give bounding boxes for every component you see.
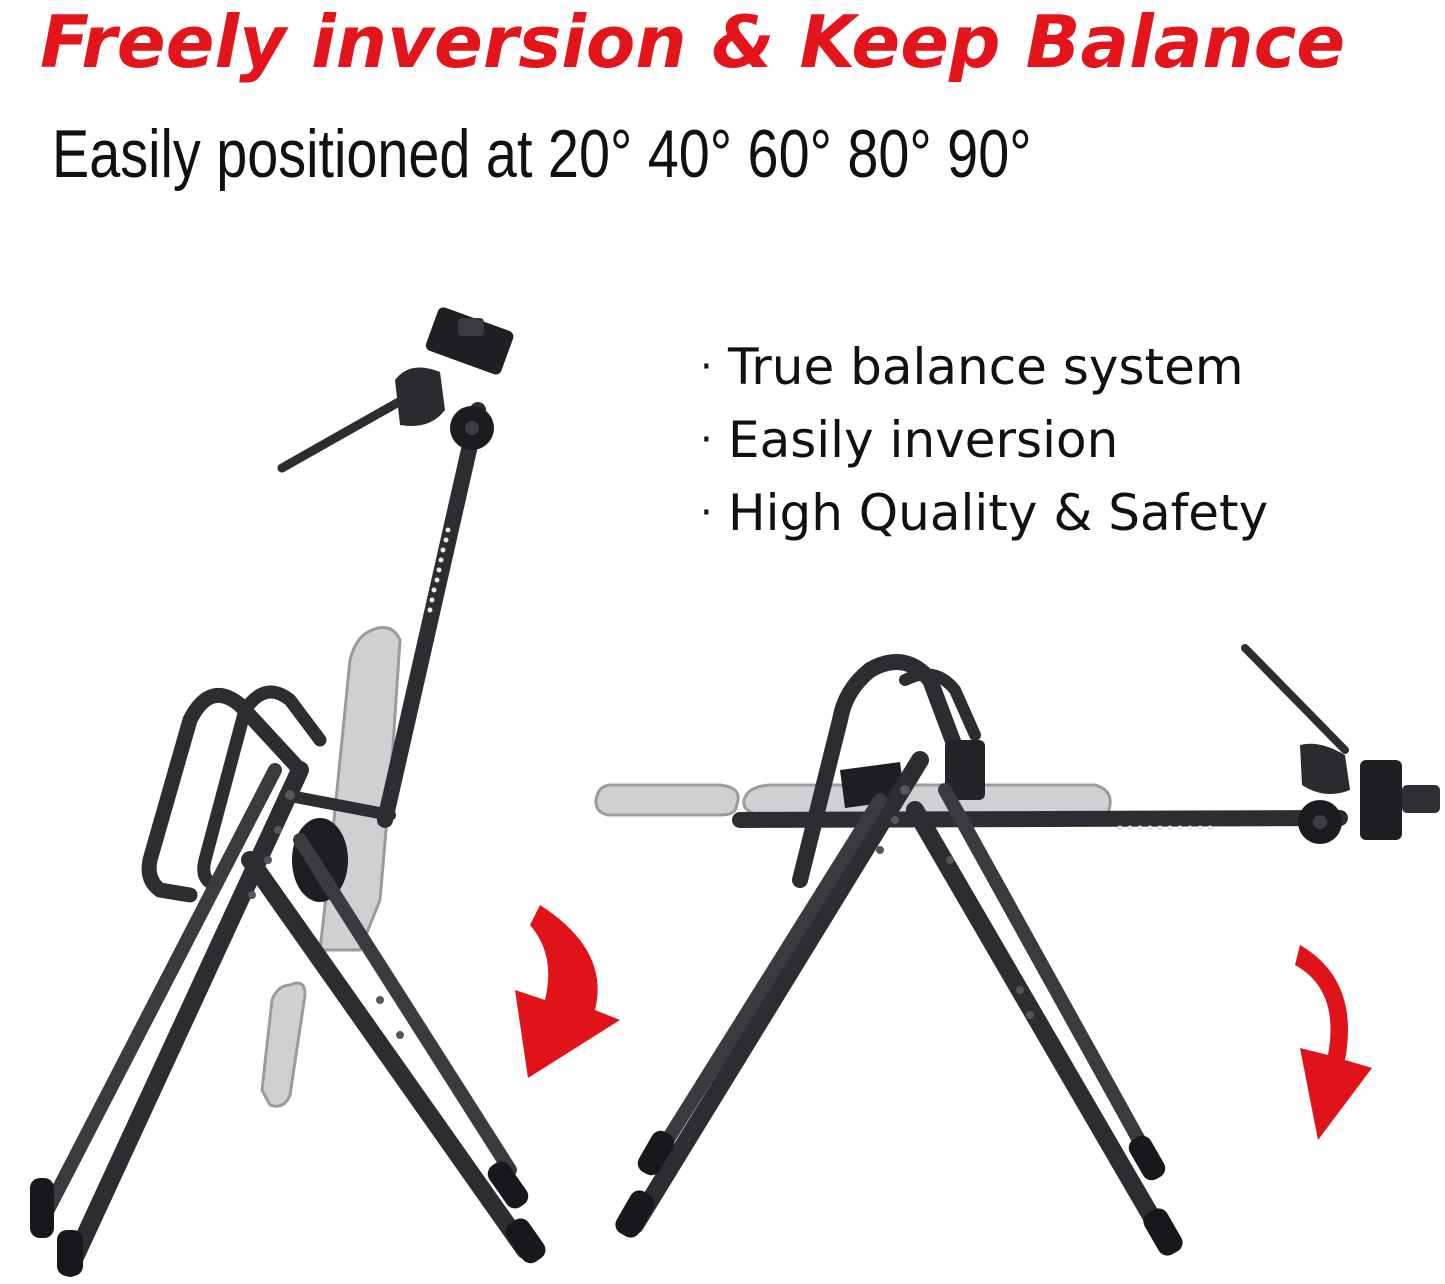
foot-cap: [57, 1230, 83, 1276]
pivot-bracket: [945, 740, 985, 800]
main-bar: [377, 402, 486, 828]
bullet: ·: [700, 416, 713, 463]
head-pad: [260, 981, 307, 1108]
adjustment-holes: [427, 527, 451, 613]
rear-leg: [241, 851, 534, 1259]
feature-text: Easily inversion: [728, 410, 1119, 469]
bullet: ·: [700, 489, 713, 536]
ankle-handle: [277, 385, 425, 473]
upright-inversion-table: [30, 307, 620, 1277]
pivot-arm: [279, 789, 396, 821]
handle-loop-outer: [141, 688, 308, 903]
subheadline: Easily positioned at 20° 40° 60° 80° 90°: [52, 116, 1032, 192]
feature-item: · True balance system: [700, 330, 1400, 403]
headline: Freely inversion & Keep Balance: [40, 0, 1346, 84]
feature-text: True balance system: [728, 337, 1244, 396]
feature-text: High Quality & Safety: [728, 483, 1269, 542]
ankle-roller: [1298, 800, 1342, 844]
pivot-disc: [292, 818, 348, 902]
horizontal-inversion-table: [594, 644, 1440, 1256]
head-pad: [594, 783, 740, 817]
rear-leg-inner: [938, 783, 1157, 1167]
front-leg-inner: [648, 793, 887, 1167]
handle-loop-inner: [899, 668, 981, 741]
ankle-control: [840, 762, 905, 808]
rotate-arrow-left: [515, 905, 620, 1078]
back-pad: [742, 783, 1112, 817]
ankle-cup: [1300, 743, 1350, 794]
front-leg: [626, 751, 929, 1234]
main-bar: [732, 810, 1348, 828]
feature-item: · Easily inversion: [700, 403, 1400, 476]
feature-item: · High Quality & Safety: [700, 476, 1400, 549]
ankle-clamp-knob: [1402, 785, 1440, 813]
rear-leg-inner: [293, 833, 517, 1177]
feature-list: · True balance system · Easily inversion…: [700, 330, 1400, 549]
handle-loop-inner: [197, 685, 327, 892]
foot-cap: [615, 1190, 655, 1238]
foot-cap: [1128, 1135, 1166, 1181]
front-leg-inner: [33, 763, 282, 1232]
foot-cap: [30, 1178, 54, 1238]
ankle-roller: [450, 406, 494, 450]
ankle-cup: [395, 367, 445, 426]
adjustment-holes: [1117, 825, 1213, 831]
rotate-arrow-right: [1295, 945, 1372, 1140]
foot-cap: [1143, 1208, 1183, 1256]
foot-cap: [505, 1218, 546, 1264]
handle-loop: [792, 654, 968, 888]
foot-cap: [487, 1161, 529, 1209]
rear-leg: [906, 801, 1174, 1249]
ankle-clamp: [425, 307, 514, 375]
ankle-clamp: [1360, 760, 1402, 840]
back-pad: [318, 626, 402, 952]
front-leg: [61, 761, 309, 1277]
ankle-clamp-knob: [458, 318, 484, 336]
ankle-handle: [1241, 644, 1349, 754]
foot-cap: [637, 1130, 675, 1176]
bullet: ·: [700, 343, 713, 390]
